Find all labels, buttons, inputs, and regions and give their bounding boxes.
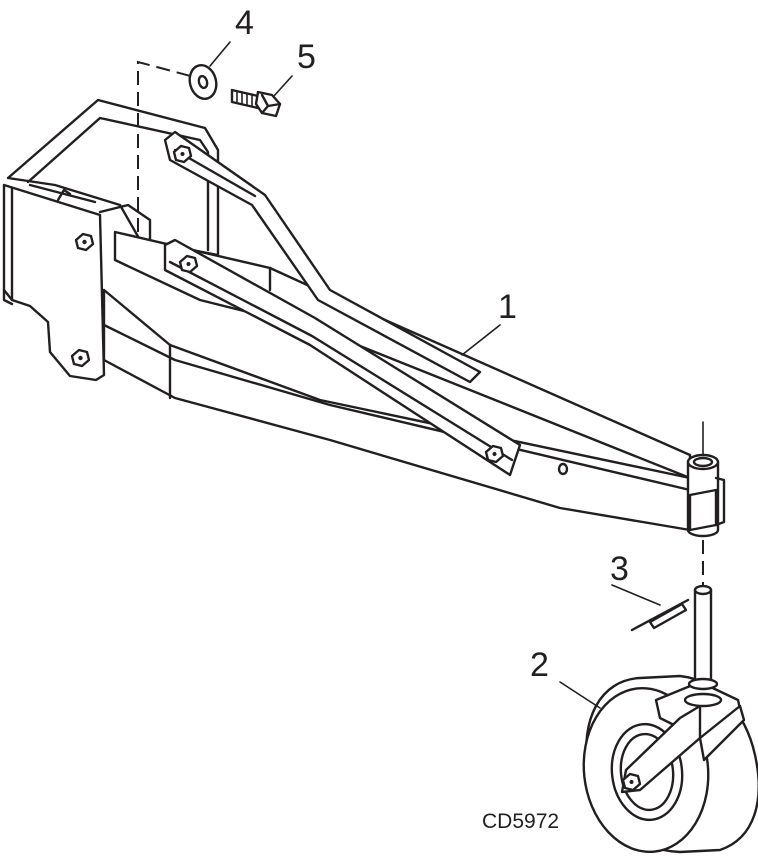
assembly-lines xyxy=(137,60,704,585)
callout-2: 2 xyxy=(530,646,549,684)
axle-bolt xyxy=(621,772,642,792)
callout-3: 3 xyxy=(610,550,629,588)
brace-bolt-top xyxy=(172,144,193,164)
caster-wheel xyxy=(582,584,758,854)
cotter-pin xyxy=(630,598,690,632)
caster-sleeve xyxy=(686,453,726,538)
drawing-code: CD5972 xyxy=(482,810,559,833)
main-arm xyxy=(102,130,726,538)
washer xyxy=(188,64,218,100)
callout-5: 5 xyxy=(297,38,316,76)
brace-bolt-mid xyxy=(178,254,199,274)
callout-4: 4 xyxy=(235,4,254,42)
bracket-bolt-lower xyxy=(70,348,91,368)
bracket-bolt-upper xyxy=(74,232,95,252)
callout-1: 1 xyxy=(498,288,517,326)
leader-lines xyxy=(209,41,661,709)
brace-bolt-end xyxy=(484,444,505,464)
bolt xyxy=(230,88,282,118)
